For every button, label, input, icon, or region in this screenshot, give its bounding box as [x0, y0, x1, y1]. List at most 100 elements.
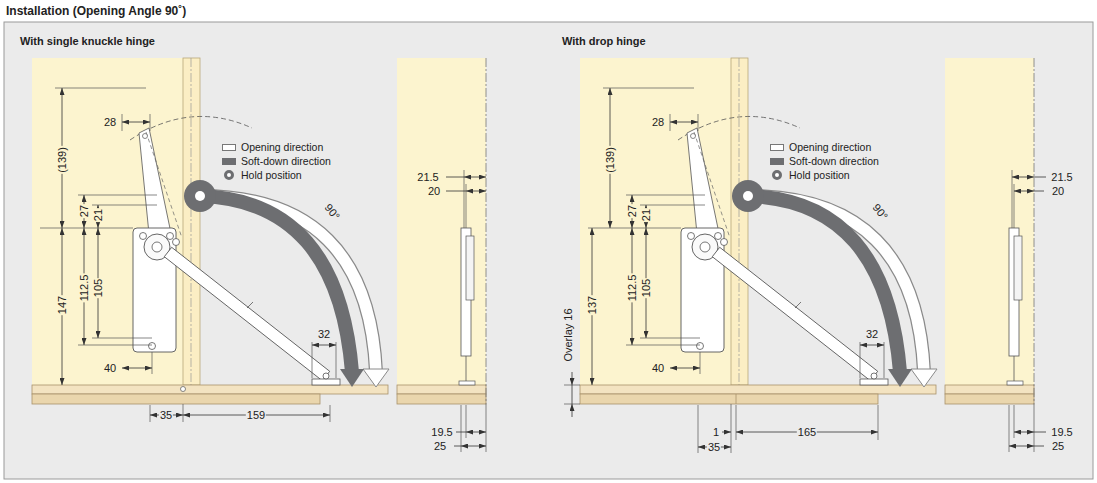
- dimension-line: [312, 345, 336, 346]
- extension-line: [122, 114, 123, 131]
- dimension-line: [461, 446, 486, 447]
- dimension-label: 90°: [869, 201, 891, 224]
- legend-item: Soft-down direction: [770, 155, 879, 167]
- dimension-label: 20: [1051, 185, 1065, 198]
- extension-line: [183, 404, 184, 422]
- hinge-knuckle: [181, 387, 186, 392]
- base-plate: [1007, 381, 1023, 385]
- dimension-label: 28: [103, 116, 117, 129]
- dimension-label: 21: [640, 208, 653, 222]
- extension-line: [486, 58, 487, 404]
- dimension-label: 105: [640, 278, 653, 298]
- dimension-label: 35: [159, 409, 173, 422]
- extension-line: [78, 345, 152, 346]
- extension-line: [150, 114, 151, 131]
- dimension-label: Overlay 16: [562, 307, 575, 362]
- dimension-label: 165: [797, 426, 817, 439]
- dimension-label: 25: [433, 440, 447, 453]
- extension-line: [603, 88, 694, 89]
- extension-line: [1034, 446, 1044, 447]
- cabinet-interior: [32, 58, 183, 385]
- extension-line: [1014, 356, 1015, 383]
- extension-line: [1034, 191, 1044, 192]
- legend-item: Opening direction: [222, 141, 323, 153]
- panel-frame: [4, 22, 1093, 479]
- stay-arm: [164, 247, 329, 380]
- lever: [687, 128, 720, 244]
- extension-line: [1014, 405, 1015, 438]
- extension-line: [456, 432, 466, 433]
- extension-line: [486, 404, 487, 452]
- bracket-pivot: [871, 373, 877, 379]
- opening-arc: [200, 196, 376, 372]
- mechanism-cover: [466, 236, 474, 300]
- extension-line: [446, 177, 464, 178]
- bracket-pivot: [323, 373, 329, 379]
- lid-bracket: [312, 379, 340, 385]
- stay-arm: [712, 247, 877, 380]
- cabinet-top-board: [32, 385, 388, 394]
- dimension-line: [466, 191, 486, 192]
- dimension-line: [466, 432, 486, 433]
- dimension-label: (139): [604, 146, 617, 174]
- side-panel: [731, 58, 748, 385]
- lid-bracket: [860, 379, 888, 385]
- lever: [139, 128, 172, 244]
- dimension-label: 19.5: [430, 426, 453, 439]
- extension-line: [698, 114, 699, 131]
- panel-heading: With drop hinge: [552, 27, 1088, 55]
- legend-text: Opening direction: [241, 141, 323, 153]
- extension-line: [670, 114, 671, 131]
- extension-line: [860, 342, 861, 378]
- dimension-label: 112.5: [78, 274, 91, 303]
- lid-board: [580, 394, 878, 404]
- extension-line: [640, 338, 700, 339]
- hinge-figure: [32, 58, 486, 452]
- side-panel: [183, 58, 200, 385]
- hold-position: [184, 180, 216, 212]
- extension-line: [312, 342, 313, 378]
- extension-line: [466, 356, 467, 383]
- dimension-line: [1014, 191, 1034, 192]
- base-plate: [459, 381, 475, 385]
- extension-line: [640, 205, 705, 206]
- dimension-label: 21.5: [1050, 171, 1073, 184]
- legend-item: Opening direction: [770, 141, 871, 153]
- screw-hole: [688, 233, 695, 240]
- soft-down-arc: [200, 196, 352, 372]
- dimension-label: 40: [651, 362, 665, 375]
- hinge-figure: [564, 58, 1046, 453]
- soft-down-arc: [748, 196, 900, 372]
- extension-line: [78, 195, 157, 196]
- opening-symbol: [222, 144, 236, 151]
- figure-title: Installation (Opening Angle 90˚): [6, 4, 186, 18]
- dimension-line: [1009, 446, 1034, 447]
- extension-line: [464, 170, 465, 228]
- mechanism-body: [133, 228, 176, 352]
- dimension-label: 137: [586, 295, 599, 315]
- extension-line: [446, 191, 466, 192]
- extension-line: [878, 405, 879, 440]
- extension-line: [336, 342, 337, 378]
- extension-line: [1034, 404, 1035, 452]
- legend-text: Hold position: [789, 169, 850, 181]
- screw-hole: [697, 343, 704, 350]
- extension-line: [731, 404, 732, 453]
- extension-line: [736, 394, 737, 404]
- legend-swatch: [770, 158, 784, 165]
- lid-board: [32, 394, 320, 404]
- opening-symbol: [770, 144, 784, 151]
- dimension-line: [1012, 177, 1034, 178]
- extension-line: [1012, 170, 1013, 228]
- dimension-label: 27: [78, 204, 91, 218]
- extension-line: [466, 405, 467, 438]
- opening-arc: [748, 196, 924, 372]
- screw-hole: [167, 233, 174, 240]
- screw-hole: [149, 343, 156, 350]
- extension-line: [626, 345, 700, 346]
- legend-text: Opening direction: [789, 141, 871, 153]
- extension-line: [1009, 405, 1010, 452]
- screw-hole: [173, 239, 180, 246]
- hold-position-center: [743, 191, 753, 201]
- side-view-board: [945, 385, 1034, 394]
